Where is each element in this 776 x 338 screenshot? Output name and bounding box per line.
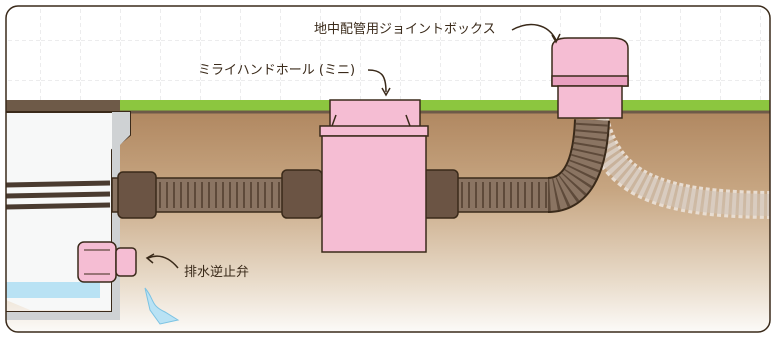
ground-edge bbox=[6, 100, 120, 112]
check-valve bbox=[77, 241, 137, 283]
frame-border bbox=[5, 5, 771, 333]
mirai-handhole bbox=[319, 99, 429, 253]
check-valve-arrow bbox=[147, 255, 179, 269]
joint-box-arrowhead bbox=[551, 33, 561, 44]
cable-1 bbox=[6, 180, 111, 188]
check-valve-label: 排水逆止弁 bbox=[184, 264, 249, 280]
joint-box-body bbox=[557, 85, 623, 119]
cable-3 bbox=[6, 202, 111, 210]
coupler-wall bbox=[117, 171, 157, 219]
riser-pipe-corrugation bbox=[546, 119, 608, 211]
joint-box-arrow bbox=[511, 23, 557, 41]
joint-box-band bbox=[551, 75, 629, 87]
check-valve-cap bbox=[115, 247, 137, 277]
handhole-flange bbox=[319, 125, 429, 137]
joint-box bbox=[551, 37, 629, 119]
handhole-clips bbox=[331, 114, 411, 127]
handhole-arrow bbox=[367, 69, 387, 93]
pipe-corrugation-2 bbox=[461, 182, 547, 208]
pipe-corrugation-1 bbox=[159, 182, 280, 208]
check-valve-ribs bbox=[84, 249, 110, 275]
sky-grid bbox=[6, 6, 770, 105]
handhole-arrowhead bbox=[381, 87, 391, 97]
joint-box-cap bbox=[551, 37, 629, 87]
cable-2 bbox=[6, 191, 111, 199]
check-valve-arrowhead bbox=[145, 253, 155, 264]
handhole-lid bbox=[329, 99, 421, 129]
handhole-body bbox=[321, 135, 427, 253]
water-splash bbox=[144, 287, 180, 325]
coupler-handhole-left bbox=[281, 169, 323, 219]
concrete-wall bbox=[6, 112, 130, 320]
grass-strip bbox=[120, 100, 770, 112]
joint-box-label: 地中配管用ジョイントボックス bbox=[314, 22, 496, 37]
check-valve-body bbox=[77, 241, 117, 283]
handhole-label: ミライハンドホール (ミニ) bbox=[198, 63, 355, 78]
drain-water bbox=[6, 282, 100, 298]
